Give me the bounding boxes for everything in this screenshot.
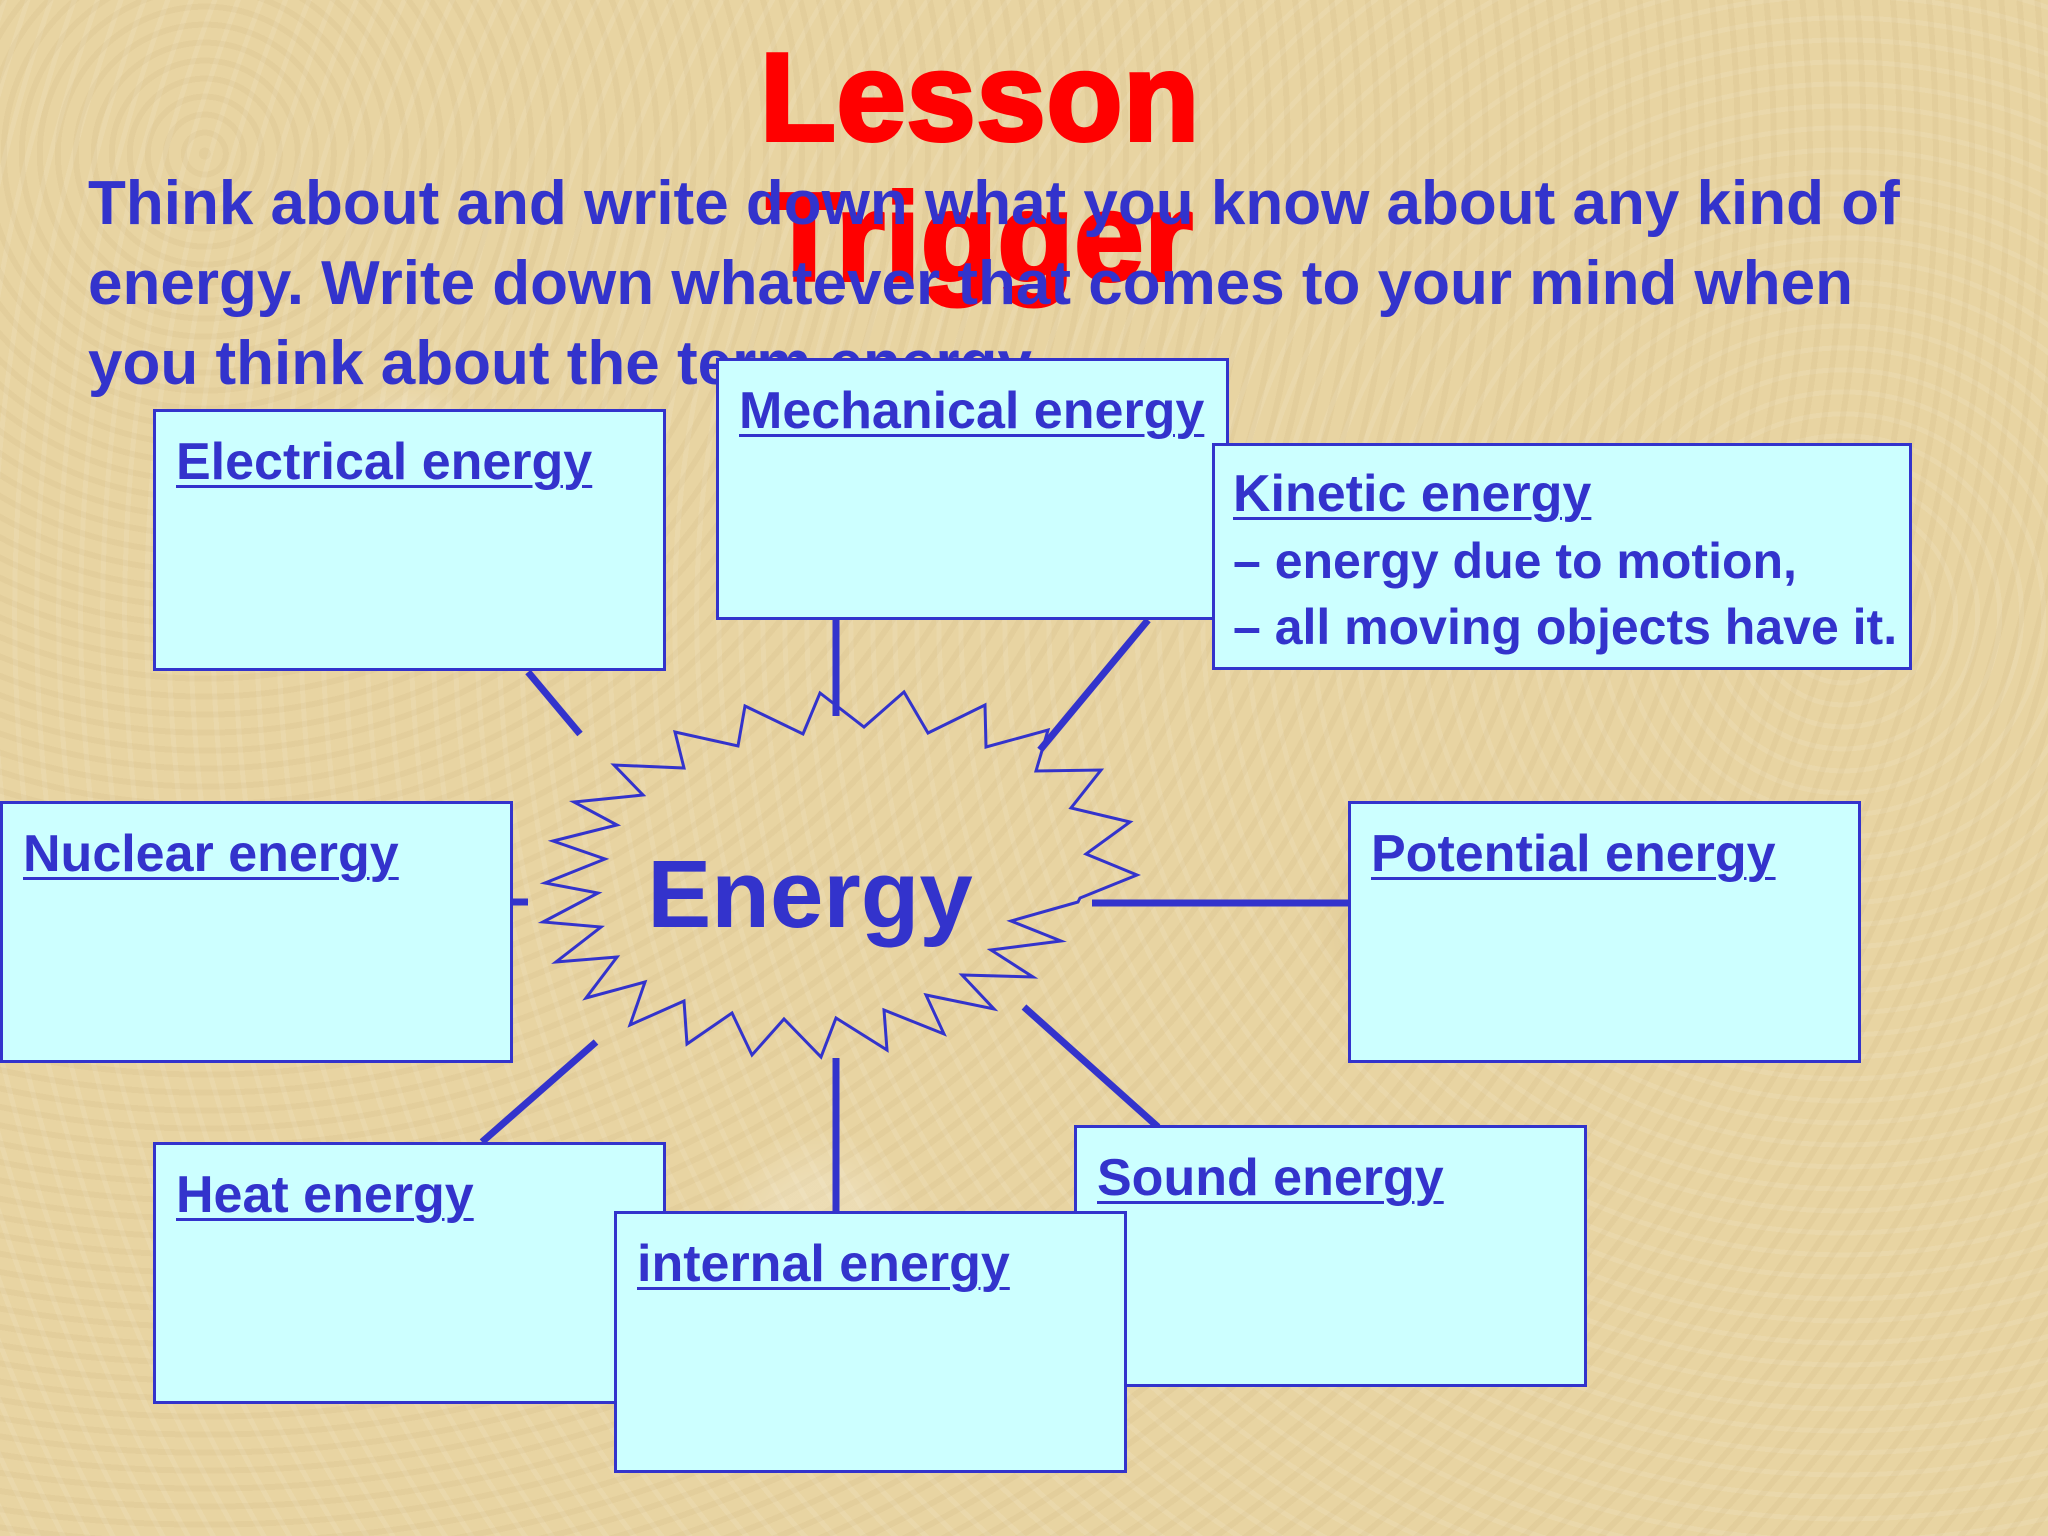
kinetic-energy-box[interactable]: Kinetic energy – energy due to motion, –… [1212,443,1912,670]
nuclear-energy-box[interactable]: Nuclear energy [0,801,513,1063]
connector-electrical [525,669,583,737]
sound-energy-title: Sound energy [1097,1149,1444,1207]
mechanical-energy-box[interactable]: Mechanical energy [716,358,1229,620]
mechanical-energy-title: Mechanical energy [739,382,1205,440]
sound-energy-box[interactable]: Sound energy [1074,1125,1587,1387]
internal-energy-box[interactable]: internal energy [614,1211,1127,1473]
instructions-text: Think about and write down what you know… [88,169,1900,398]
nuclear-energy-title: Nuclear energy [23,825,399,883]
potential-energy-title: Potential energy [1371,825,1776,883]
potential-energy-box[interactable]: Potential energy [1348,801,1861,1063]
electrical-energy-title: Electrical energy [176,433,593,491]
slide-title: Lesson Trigger [758,27,1201,309]
kinetic-energy-line-2: – all moving objects have it. [1233,599,1898,655]
energy-starburst [537,689,1141,1060]
kinetic-energy-line-1: – energy due to motion, [1233,533,1797,589]
heat-energy-title: Heat energy [176,1166,474,1224]
electrical-energy-box[interactable]: Electrical energy [153,409,666,671]
connector-sound [1021,1004,1161,1130]
internal-energy-title: internal energy [637,1235,1010,1293]
center-energy-label: Energy [647,841,973,948]
kinetic-energy-title: Kinetic energy [1233,465,1592,523]
connector-heat [479,1039,599,1145]
connector-kinetic [1037,617,1151,753]
heat-energy-box[interactable]: Heat energy [153,1142,666,1404]
